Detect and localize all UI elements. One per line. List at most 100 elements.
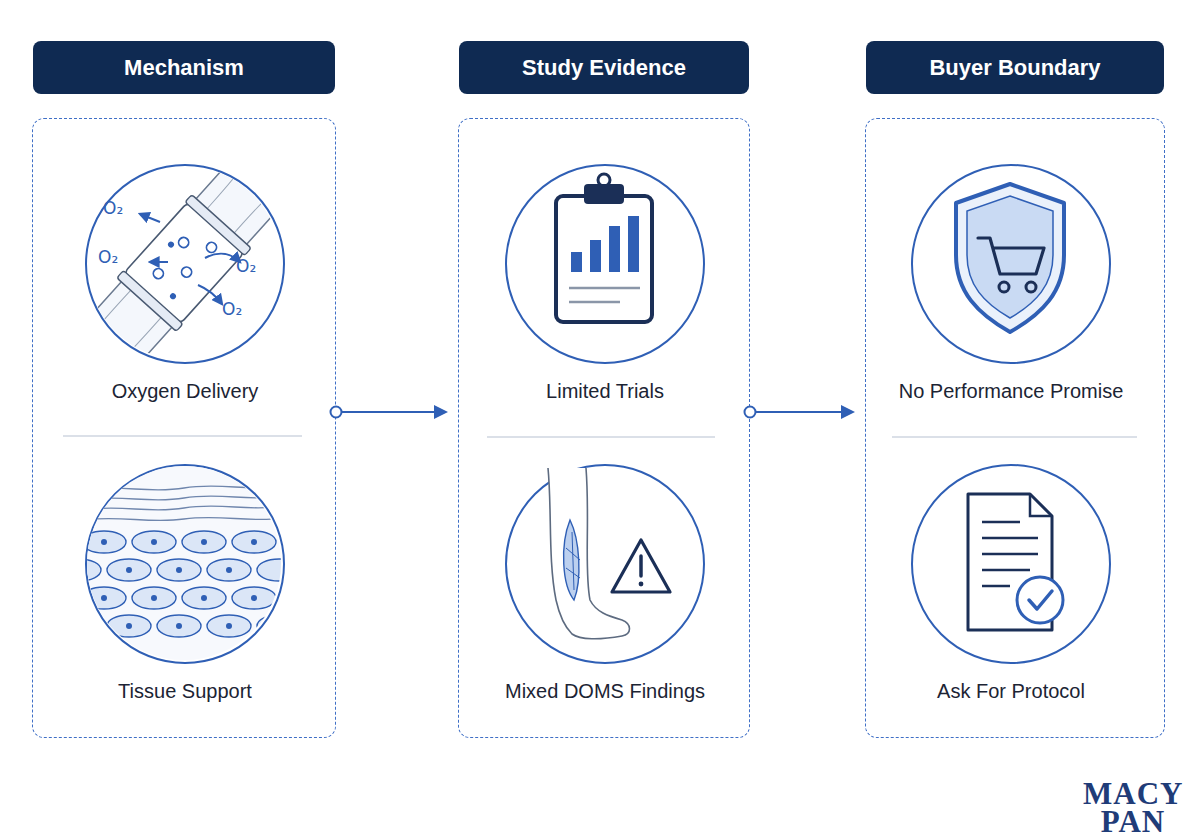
icon-circle <box>151 595 157 601</box>
tissue-layers-icon <box>57 463 301 663</box>
icon-line <box>63 435 302 437</box>
flow-arrow <box>745 405 856 419</box>
icon-circle <box>201 539 207 545</box>
divider-lines <box>63 436 1137 437</box>
icon-circle <box>151 539 157 545</box>
clipboard-chart-icon <box>556 174 652 322</box>
icon-ellipse <box>157 559 201 581</box>
icon-rect <box>609 226 620 272</box>
icon-circle <box>126 567 132 573</box>
icon-ellipse <box>182 587 226 609</box>
icon-ellipse <box>132 531 176 553</box>
icon-path <box>978 238 1044 274</box>
arrow-head <box>434 405 448 419</box>
icon-line <box>982 585 1010 588</box>
circle-outline <box>85 464 285 664</box>
icon-ellipse <box>57 615 101 637</box>
icon-rect <box>556 196 652 322</box>
node-label: Tissue Support <box>55 678 315 704</box>
icon-line <box>639 556 643 576</box>
icon-ellipse <box>107 615 151 637</box>
icon-ellipse <box>232 587 276 609</box>
icon-g <box>140 214 240 304</box>
icon-ellipse <box>257 559 301 581</box>
icon-line <box>487 436 715 438</box>
icon-g <box>57 531 301 637</box>
icon-circle <box>169 292 177 300</box>
column-panel: Study EvidenceLimited TrialsMixed DOMS F… <box>458 118 750 738</box>
circle-outline <box>911 164 1111 364</box>
icon-circle-node: Ask For Protocol <box>881 464 1141 714</box>
icon-rect <box>571 252 582 272</box>
icon-ellipse <box>107 559 151 581</box>
icon-circle <box>126 623 132 629</box>
icon-ellipse <box>82 531 126 553</box>
icon-path <box>84 496 284 500</box>
icon-line <box>982 553 1038 556</box>
icon-line <box>569 287 640 290</box>
icon-circle-node: Limited Trials <box>475 164 735 414</box>
icon-rect <box>117 270 183 331</box>
icon-g <box>67 140 300 387</box>
icon-circle <box>101 539 107 545</box>
circle-outline <box>85 164 285 364</box>
icon-path <box>968 494 1052 630</box>
icon-rect <box>124 202 245 324</box>
icon-circle <box>598 174 610 186</box>
icon-path <box>150 261 168 263</box>
icon-path <box>84 506 284 510</box>
flow-arrow <box>331 405 449 419</box>
icon-circle <box>201 595 207 601</box>
icon-path <box>564 520 579 600</box>
icon-rect <box>628 216 639 272</box>
icon-ellipse <box>82 587 126 609</box>
icon-circle-node: Mixed DOMS Findings <box>475 464 735 714</box>
icon-path <box>140 214 160 222</box>
icon-circle <box>999 282 1009 292</box>
icon-line <box>982 537 1038 540</box>
icon-circle <box>251 595 257 601</box>
icon-path <box>1030 494 1052 516</box>
icon-rect <box>72 144 297 383</box>
oxygen-tube-icon <box>67 140 300 387</box>
icon-circle <box>151 266 165 280</box>
icon-path <box>198 285 222 304</box>
document-check-icon <box>968 494 1063 630</box>
icon-path <box>967 196 1053 318</box>
icon-path <box>566 532 580 590</box>
icon-circle <box>180 265 194 279</box>
icon-path <box>81 152 286 373</box>
node-label: Mixed DOMS Findings <box>475 678 735 704</box>
icon-circle <box>1017 577 1063 623</box>
icon-circle <box>251 539 257 545</box>
arrow-origin-dot <box>745 407 756 418</box>
icon-circle <box>226 623 232 629</box>
node-label: Ask For Protocol <box>881 678 1141 704</box>
icon-line <box>569 301 620 304</box>
icon-path <box>205 254 240 262</box>
arrow-line <box>750 411 843 413</box>
watermark: MACY PAN <box>1083 780 1183 836</box>
icon-rect <box>590 240 601 272</box>
icon-circle <box>639 582 644 587</box>
icon-line <box>892 436 1137 438</box>
icon-circle <box>167 240 175 248</box>
icon-rect <box>185 195 251 256</box>
icon-ellipse <box>207 615 251 637</box>
icon-circle-node: Oxygen Delivery <box>55 164 315 414</box>
circle-outline <box>505 164 705 364</box>
icon-ellipse <box>132 587 176 609</box>
icon-g <box>84 486 284 521</box>
icon-path <box>956 184 1064 332</box>
icon-path <box>612 540 670 592</box>
icon-ellipse <box>157 615 201 637</box>
column-header: Buyer Boundary <box>866 41 1164 94</box>
icon-rect <box>84 463 284 663</box>
circle-outline <box>911 464 1111 664</box>
icon-circle <box>1026 282 1036 292</box>
column-header: Mechanism <box>33 41 335 94</box>
icon-circle-node: Tissue Support <box>55 464 315 714</box>
icon-rect <box>584 184 624 204</box>
